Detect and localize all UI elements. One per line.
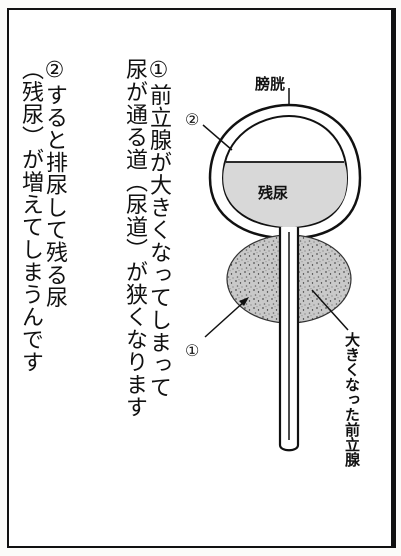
panel-frame-shadow	[393, 8, 396, 548]
leader-marker-2	[202, 124, 233, 151]
residual-urine	[223, 162, 347, 227]
leader-marker-1-arrowhead	[239, 297, 249, 306]
leader-prostate	[311, 289, 349, 331]
explanation-step-1-line-1: ①前立腺が大きくなってしまって	[146, 58, 171, 399]
bladder-label: 膀胱	[255, 75, 286, 93]
marker-1-label: ①	[185, 341, 200, 360]
explanation-step-2-line-2: （残尿）が増えてしまうんです	[18, 58, 43, 373]
explanation-step-2-line-1: ②すると排尿して残る尿	[42, 58, 67, 309]
enlarged-prostate-label: 大きくなった前立腺	[343, 332, 361, 467]
explanation-step-2: ②すると排尿して残る尿 （残尿）が増えてしまうんです	[18, 58, 67, 373]
residual-urine-label: 残尿	[258, 184, 289, 202]
explanation-step-1: ①前立腺が大きくなってしまって 尿が通る道（尿道）が狭くなります	[122, 58, 171, 418]
explanation-step-1-line-2: 尿が通る道（尿道）が狭くなります	[122, 58, 147, 418]
leader-marker-1	[204, 299, 247, 338]
marker-2-label: ②	[185, 110, 200, 129]
